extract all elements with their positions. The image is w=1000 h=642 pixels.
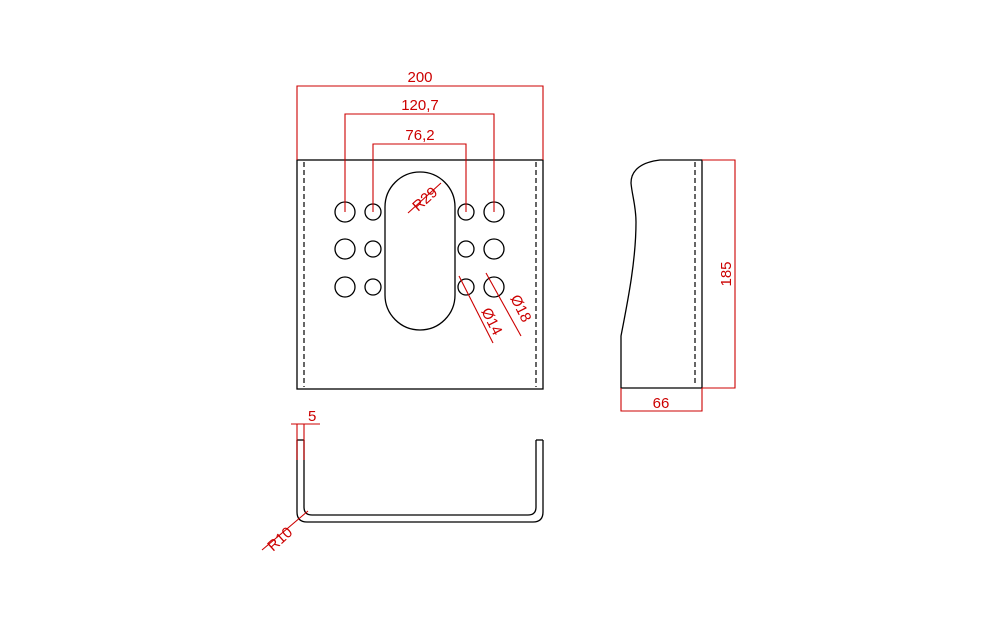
dim-depth: 66 (653, 395, 670, 412)
leader-large-hole (485, 272, 522, 337)
center-slot (384, 171, 456, 331)
dim-height: 185 (718, 261, 735, 286)
top-view (296, 439, 544, 523)
dim-inner-hole-spacing: 76,2 (405, 127, 434, 144)
top-view-dimensions: 5 R10 (261, 408, 320, 555)
hole-small (457, 240, 475, 258)
dim-bend-radius: R10 (264, 524, 296, 555)
dim-line-height (702, 159, 736, 389)
dim-line-inner-hole-spacing (372, 143, 467, 212)
side-view-outline (620, 159, 703, 389)
front-view-outline (296, 159, 544, 390)
dim-large-hole-diameter: Ø18 (506, 292, 534, 325)
u-profile-inner (303, 440, 537, 516)
dim-thickness: 5 (308, 408, 316, 425)
dim-outer-hole-spacing: 120,7 (401, 97, 439, 114)
hole-large (483, 276, 505, 298)
dim-slot-radius: R29 (409, 184, 441, 215)
front-view-dimensions: 200 120,7 76,2 R29 Ø14 Ø18 (296, 69, 544, 344)
hole-large (334, 238, 356, 260)
hole-large (483, 238, 505, 260)
front-view (296, 159, 544, 390)
hole-small (364, 278, 382, 296)
dim-overall-width: 200 (407, 69, 432, 86)
leader-small-hole (458, 275, 494, 344)
dim-line-outer-hole-spacing (344, 113, 495, 212)
dim-line-depth (620, 388, 703, 412)
u-profile-outer (296, 440, 544, 523)
hole-large (334, 276, 356, 298)
side-view (620, 159, 703, 389)
dim-line-overall-width (296, 85, 544, 160)
hole-small (457, 278, 475, 296)
leader-slot-radius (407, 182, 442, 214)
side-view-dimensions: 185 66 (620, 159, 736, 412)
hole-small (364, 240, 382, 258)
leader-bend-radius (261, 510, 309, 551)
